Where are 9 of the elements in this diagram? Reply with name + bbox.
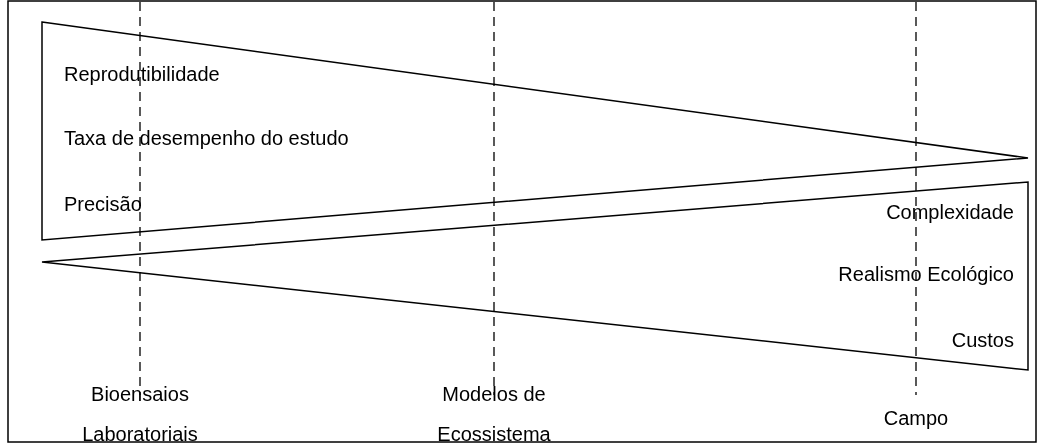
scale-label: Modelos de Ecossistema bbox=[436, 382, 552, 443]
property-label: Taxa de desempenho do estudo bbox=[64, 126, 349, 150]
scale-label: Campo bbox=[882, 406, 950, 431]
property-label: Realismo Ecológico bbox=[838, 262, 1014, 286]
property-label: Precisão bbox=[64, 192, 142, 216]
property-label: Reprodutibilidade bbox=[64, 62, 220, 86]
property-label: Complexidade bbox=[886, 200, 1014, 224]
property-label: Custos bbox=[951, 328, 1014, 352]
scale-label: Bioensaios Laboratoriais bbox=[81, 382, 199, 443]
